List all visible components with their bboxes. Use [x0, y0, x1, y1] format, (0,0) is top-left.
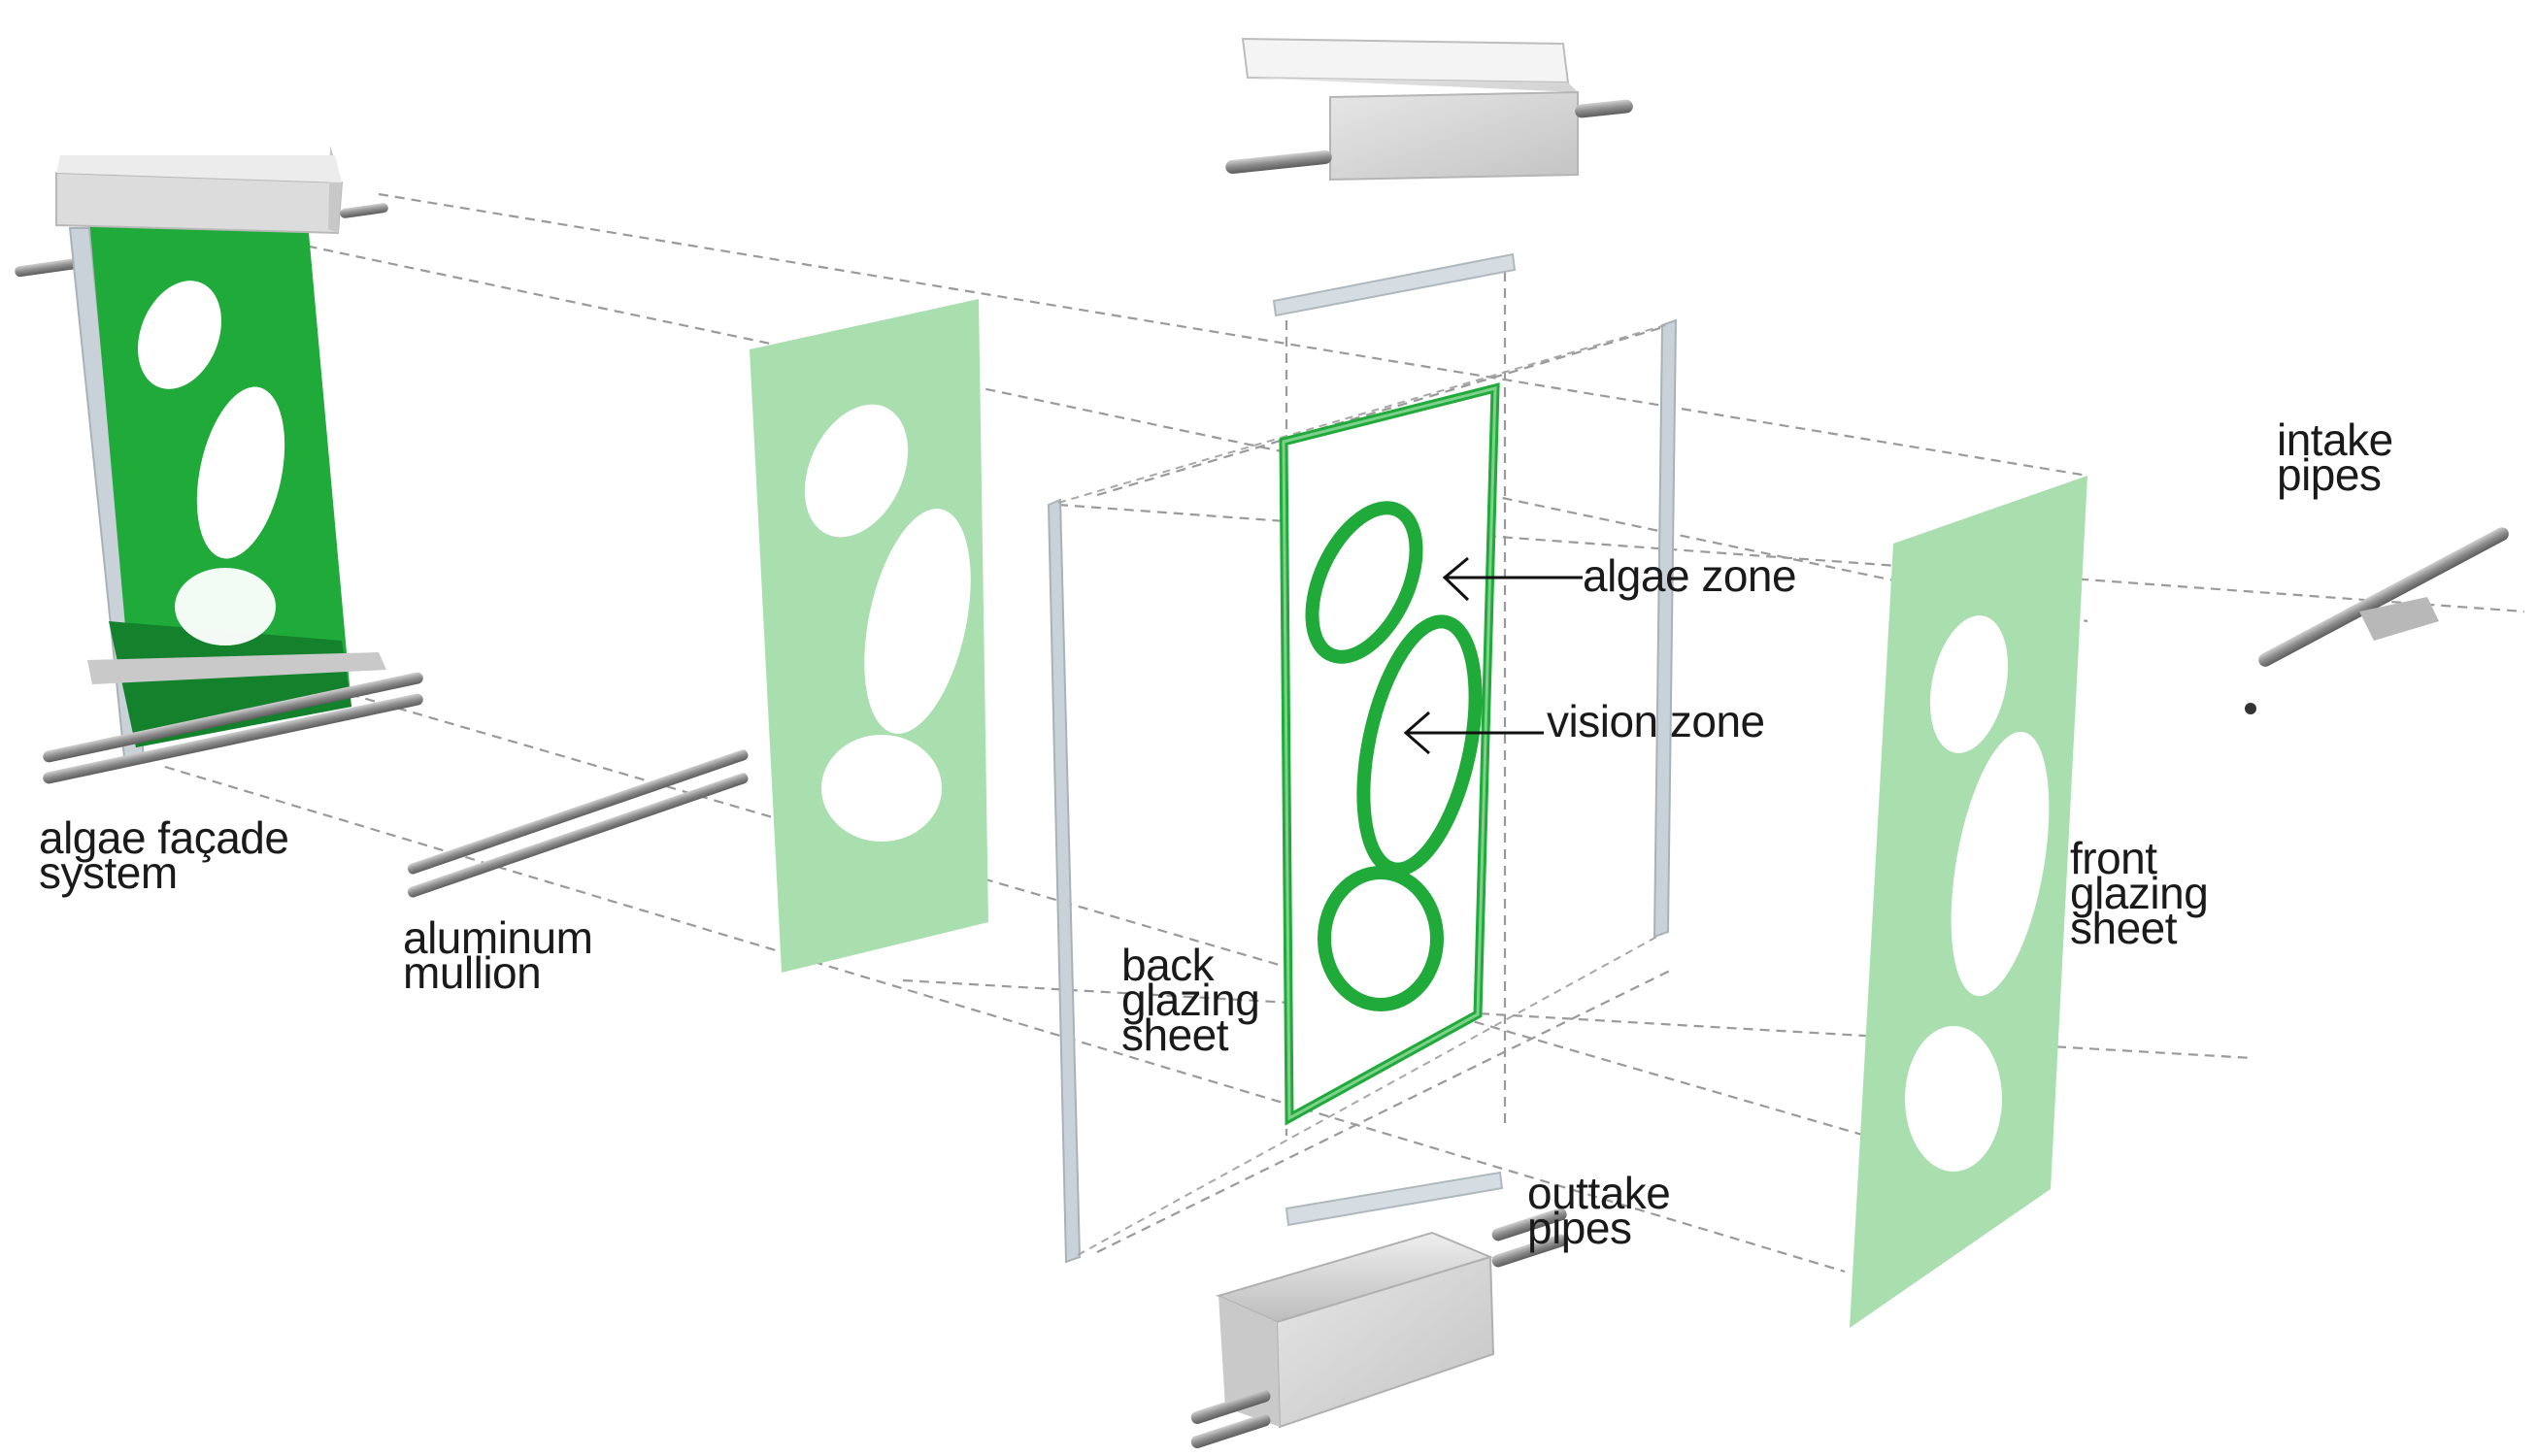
aluminum-mullion: [407, 749, 749, 898]
algae-facade-system: [15, 146, 423, 784]
outtake-channel: [1190, 1208, 1567, 1449]
label-aluminum-mullion: aluminum mullion: [403, 912, 593, 998]
label-front-glazing-sheet: front glazing sheet: [2070, 833, 2209, 953]
label-intake-pipes: intake pipes: [2277, 414, 2393, 500]
front-glazing-sheet: [1850, 476, 2087, 1328]
label-algae-zone: algae zone: [1583, 550, 1797, 601]
top-channel: [1225, 37, 1633, 182]
algae-channel-sheet: [1272, 252, 1517, 1227]
pointer-arrows: [1403, 556, 1583, 755]
intake-pipes: [2245, 527, 2509, 714]
label-outtake-pipes: outtake pipes: [1527, 1168, 1671, 1253]
label-back-glazing-sheet: back glazing sheet: [1121, 940, 1260, 1060]
label-algae-facade-system: algae façade system: [39, 812, 289, 898]
label-vision-zone: vision zone: [1547, 696, 1765, 746]
light-green-panel: [750, 299, 988, 973]
back-glazing-frame: [1047, 318, 1678, 1264]
